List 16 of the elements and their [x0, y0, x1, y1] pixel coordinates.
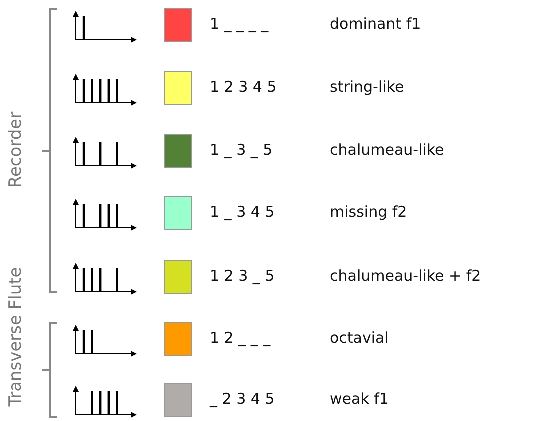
harmonic-pattern: 1 _ _ _ _: [210, 15, 269, 33]
legend-text: chalumeau-like + f2: [330, 267, 482, 285]
group-label: Recorder: [6, 112, 26, 188]
legend-text: missing f2: [330, 203, 408, 221]
harmonic-pattern: 1 2 3 4 5: [210, 78, 277, 96]
harmonic-pattern: 1 2 3 _ 5: [210, 267, 275, 285]
legend-text: string-like: [330, 78, 404, 96]
legend-text: dominant f1: [330, 15, 422, 33]
group-label: Transverse Flute: [6, 267, 26, 407]
legend-text: chalumeau-like: [330, 141, 444, 159]
harmonic-pattern: 1 _ 3 4 5: [210, 203, 275, 221]
harmonic-pattern: 1 2 _ _ _: [210, 329, 271, 347]
harmonic-pattern: _ 2 3 4 5: [210, 390, 275, 408]
harmonic-pattern: 1 _ 3 _ 5: [210, 141, 273, 159]
legend-text: octavial: [330, 329, 389, 347]
legend-text: weak f1: [330, 390, 389, 408]
